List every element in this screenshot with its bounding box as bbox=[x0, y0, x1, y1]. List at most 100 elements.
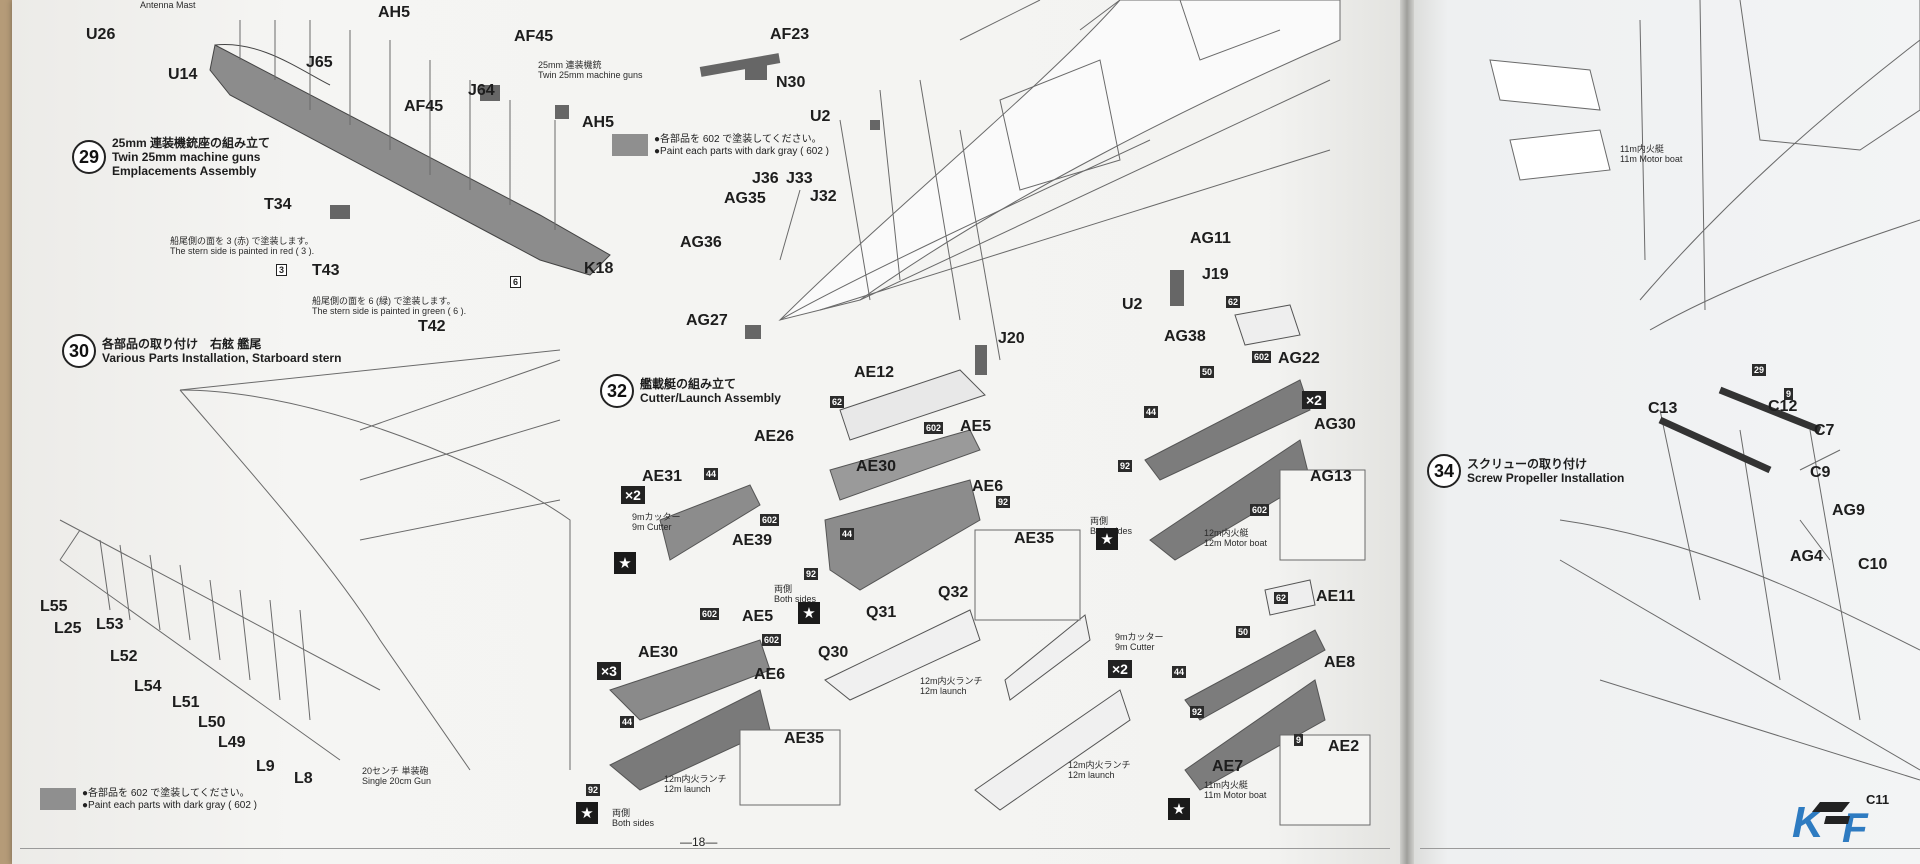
paint-code-badge: 92 bbox=[804, 568, 819, 580]
part-label: AG36 bbox=[680, 234, 722, 251]
paint-note-top: ●各部品を 602 で塗装してください。 ●Paint each parts w… bbox=[612, 134, 829, 158]
part-label: L54 bbox=[134, 678, 162, 695]
paint-code-badge: 50 bbox=[1236, 626, 1251, 638]
stern-green-en: The stern side is painted in green ( 6 )… bbox=[312, 306, 467, 316]
both-sides-caption-3: 両側 Both sides bbox=[612, 808, 654, 828]
part-label: T43 bbox=[312, 262, 340, 279]
part-label: J65 bbox=[306, 54, 333, 71]
part-label: L9 bbox=[256, 758, 275, 775]
motor11-right-en: 11m Motor boat bbox=[1620, 154, 1683, 164]
launch12-caption-2: 12m内火ランチ 12m launch bbox=[664, 774, 727, 794]
part-label: AH5 bbox=[582, 114, 615, 131]
step-34: 34 スクリューの取り付け Screw Propeller Installati… bbox=[1427, 454, 1624, 488]
part-label: AE30 bbox=[856, 458, 897, 475]
paint-note-top-jp: ●各部品を 602 で塗装してください。 bbox=[654, 134, 822, 145]
launch12-en-3: 12m launch bbox=[1068, 770, 1115, 780]
paint-code-badge: 602 bbox=[762, 634, 782, 646]
part-label: AH5 bbox=[378, 4, 411, 21]
part-label: U2 bbox=[810, 108, 831, 125]
part-label: AG38 bbox=[1164, 328, 1206, 345]
step-29-title-en2: Emplacements Assembly bbox=[112, 164, 257, 178]
gun20-callout: 20センチ 単装砲 Single 20cm Gun bbox=[362, 766, 431, 786]
motor12-caption: 12m内火艇 12m Motor boat bbox=[1204, 528, 1267, 548]
step-30-number: 30 bbox=[62, 334, 96, 368]
page-number: —18— bbox=[680, 835, 718, 849]
footer-rule-right bbox=[1420, 848, 1920, 849]
star-icon: ★ bbox=[1168, 798, 1190, 820]
launch12-jp-1: 12m内火ランチ bbox=[920, 676, 983, 686]
part-label: AE2 bbox=[1328, 738, 1360, 755]
paint-code-badge: 602 bbox=[700, 608, 720, 620]
twin25-jp: 25mm 連装機銃 bbox=[538, 60, 602, 70]
part-label: U26 bbox=[86, 26, 116, 43]
part-label: AG27 bbox=[686, 312, 728, 329]
part-label: AE5 bbox=[742, 608, 774, 625]
cutter9-jp: 9mカッター bbox=[632, 512, 681, 522]
part-label: C11 bbox=[1866, 792, 1890, 807]
paint-code-badge: 62 bbox=[1226, 296, 1241, 308]
part-label: L49 bbox=[218, 734, 246, 751]
step-30-title-jp: 各部品の取り付け 右舷 艦尾 bbox=[102, 337, 262, 351]
part-label: AG13 bbox=[1310, 468, 1352, 485]
paint-code-badge: 602 bbox=[1252, 351, 1272, 363]
part-label: AF45 bbox=[514, 28, 554, 45]
step-29-title-en: Twin 25mm machine guns bbox=[112, 150, 261, 164]
both-sides-en-2: Both sides bbox=[774, 594, 817, 604]
part-label: AE11 bbox=[1316, 588, 1356, 605]
part-label: L25 bbox=[54, 620, 82, 637]
part-label: Q31 bbox=[866, 604, 897, 621]
star-icon: ★ bbox=[576, 802, 598, 824]
launch12-jp-2: 12m内火ランチ bbox=[664, 774, 727, 784]
part-label: AF23 bbox=[770, 26, 810, 43]
gun20-en: Single 20cm Gun bbox=[362, 776, 432, 786]
svg-text:F: F bbox=[1842, 804, 1869, 851]
part-label: AE31 bbox=[642, 468, 683, 485]
paint-note-top-en: ●Paint each parts with dark gray ( 602 ) bbox=[654, 146, 830, 157]
paint-code-badge: 602 bbox=[1250, 504, 1270, 516]
cutter9-jp-2: 9mカッター bbox=[1115, 632, 1164, 642]
part-label: AG22 bbox=[1278, 350, 1320, 367]
part-label: C13 bbox=[1648, 400, 1678, 417]
motor11-jp: 11m内火艇 bbox=[1204, 780, 1248, 790]
part-label: AF45 bbox=[404, 98, 444, 115]
paint-note-bottom: ●各部品を 602 で塗装してください。 ●Paint each parts w… bbox=[40, 788, 257, 812]
multiplier-badge: ×2 bbox=[1108, 660, 1132, 678]
part-label: N30 bbox=[776, 74, 806, 91]
paint-code-badge: 44 bbox=[1144, 406, 1159, 418]
step-32: 32 艦載艇の組み立て Cutter/Launch Assembly bbox=[600, 374, 781, 408]
part-label: J64 bbox=[468, 82, 495, 99]
part-label: AE35 bbox=[784, 730, 825, 747]
part-label: AE35 bbox=[1014, 530, 1055, 547]
part-label: Q32 bbox=[938, 584, 969, 601]
part-label: AE7 bbox=[1212, 758, 1244, 775]
paint-code-badge: 6 bbox=[510, 276, 522, 288]
launch12-caption-1: 12m内火ランチ 12m launch bbox=[920, 676, 983, 696]
paint-code-badge: 44 bbox=[1172, 666, 1187, 678]
page-gutter bbox=[1400, 0, 1414, 864]
paint-code-badge: 602 bbox=[924, 422, 944, 434]
part-label: L51 bbox=[172, 694, 200, 711]
step-29: 29 25mm 連装機銃座の組み立て Twin 25mm machine gun… bbox=[72, 136, 270, 178]
step-30: 30 各部品の取り付け 右舷 艦尾 Various Parts Installa… bbox=[62, 334, 341, 368]
part-label: Q30 bbox=[818, 644, 849, 661]
launch12-caption-3: 12m内火ランチ 12m launch bbox=[1068, 760, 1131, 780]
part-label: T42 bbox=[418, 318, 446, 335]
paint-note-bottom-jp: ●各部品を 602 で塗装してください。 bbox=[82, 788, 250, 799]
stern-red-note: 船尾側の面を 3 (赤) で塗装します。 The stern side is p… bbox=[170, 236, 314, 256]
part-label: AE8 bbox=[1324, 654, 1356, 671]
part-label: C10 bbox=[1858, 556, 1888, 573]
gun20-jp: 20センチ 単装砲 bbox=[362, 766, 429, 776]
paint-code-badge: 602 bbox=[760, 514, 780, 526]
part-label: AG9 bbox=[1832, 502, 1865, 519]
antenna-mast-label: Antenna Mast bbox=[140, 0, 196, 10]
launch12-en-1: 12m launch bbox=[920, 686, 967, 696]
motor12-jp: 12m内火艇 bbox=[1204, 528, 1249, 538]
part-label: AE6 bbox=[754, 666, 786, 683]
both-sides-jp-3: 両側 bbox=[612, 808, 631, 818]
step-29-title-jp: 25mm 連装機銃座の組み立て bbox=[112, 136, 271, 150]
part-label: C7 bbox=[1814, 422, 1835, 439]
paint-code-badge: 9 bbox=[1294, 734, 1304, 746]
part-label: J20 bbox=[998, 330, 1025, 347]
both-sides-en-3: Both sides bbox=[612, 818, 655, 828]
paint-code-badge: 29 bbox=[1752, 364, 1767, 376]
